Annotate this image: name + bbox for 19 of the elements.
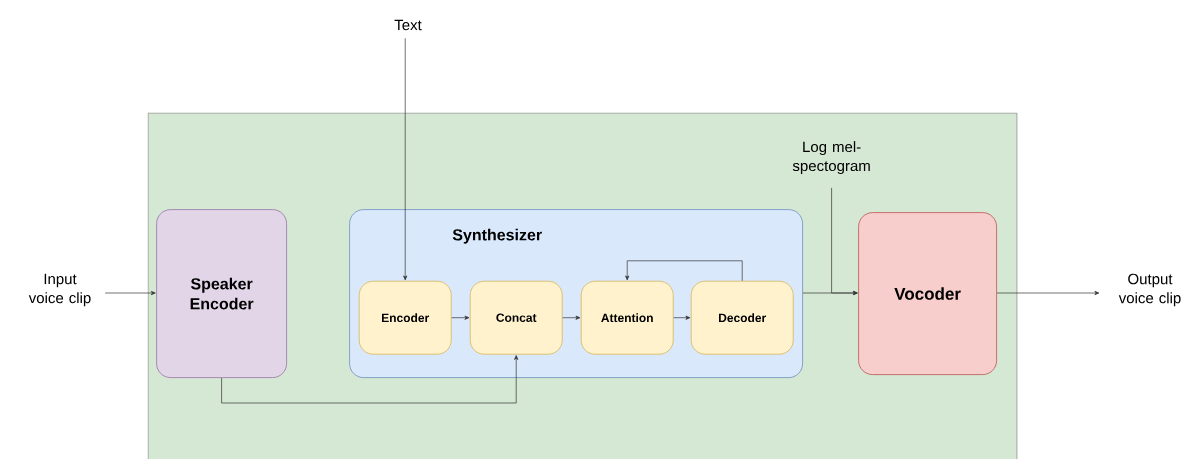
process-box: Encoder bbox=[358, 280, 452, 355]
vocoder-box: Vocoder bbox=[858, 212, 997, 375]
arrow bbox=[996, 290, 1100, 296]
arrow bbox=[403, 37, 408, 281]
process-box: Concat bbox=[469, 280, 563, 355]
arrow bbox=[104, 290, 156, 296]
arrow bbox=[673, 315, 691, 320]
arrow bbox=[562, 315, 581, 320]
arrow bbox=[451, 315, 470, 320]
process-box: Decoder bbox=[690, 280, 794, 355]
arrow bbox=[831, 187, 858, 296]
output-label: Output voice clip bbox=[1118, 273, 1181, 307]
input-label: Text bbox=[394, 19, 422, 31]
process-box: Attention bbox=[580, 280, 674, 355]
encoder-box: Speaker Encoder bbox=[156, 209, 287, 378]
input-label: Input voice clip bbox=[28, 273, 91, 307]
arrow bbox=[625, 260, 743, 282]
arrow bbox=[221, 355, 519, 404]
signal-label: Log mel-spectogram bbox=[792, 141, 870, 175]
